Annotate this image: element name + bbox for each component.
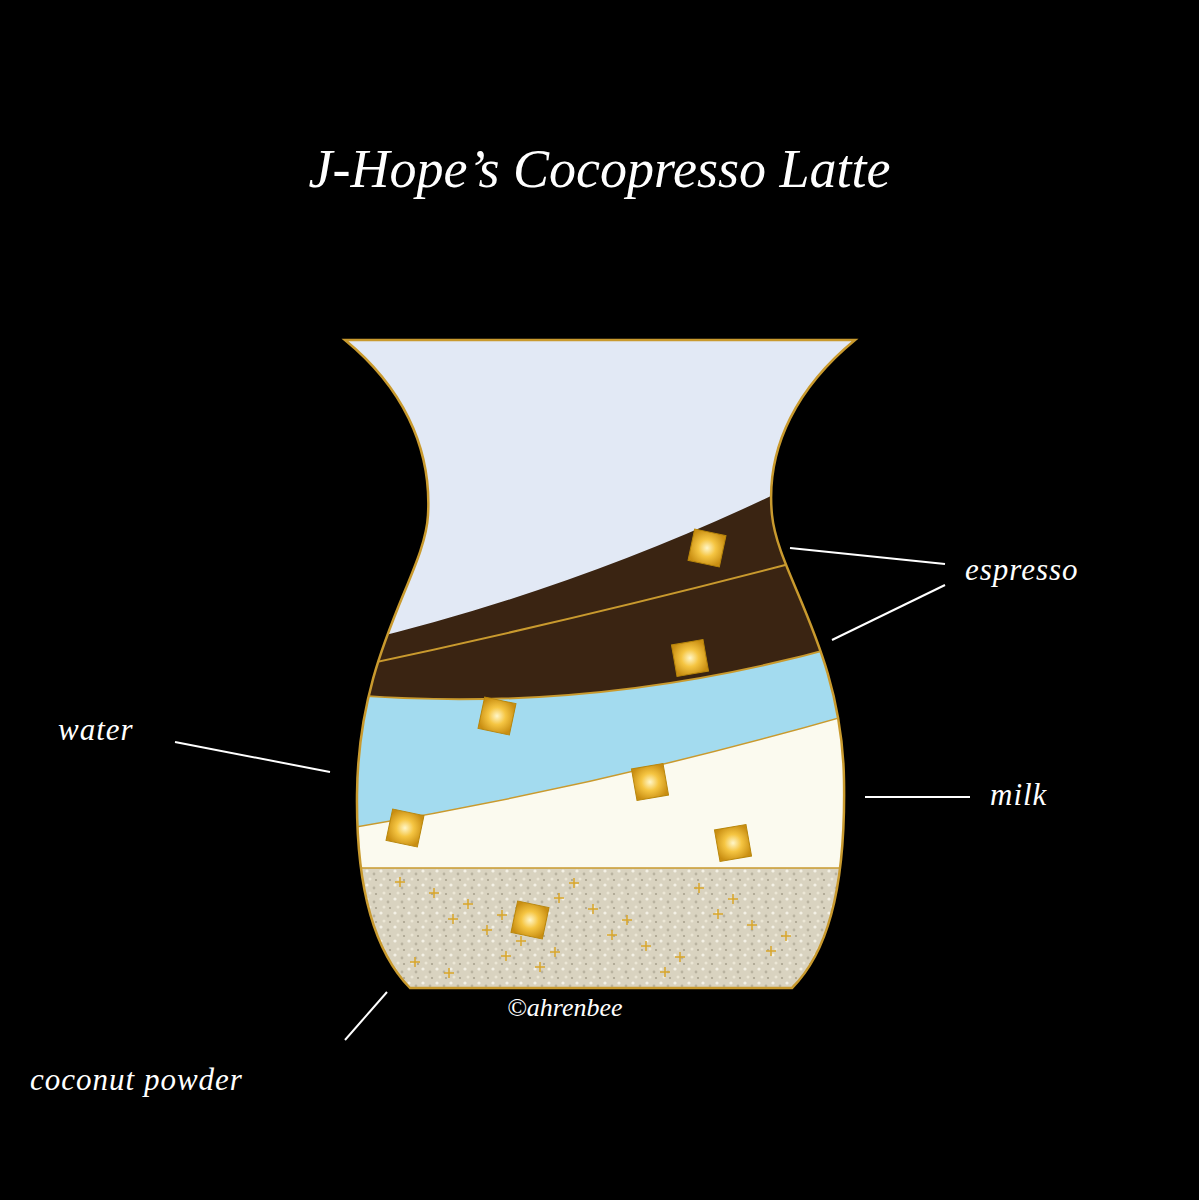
- glass-contents: [300, 330, 900, 1010]
- powder-star: [641, 941, 651, 951]
- sugar-cube: [688, 529, 726, 567]
- watermark: ©ahrenbee: [507, 993, 623, 1023]
- powder-star: [569, 878, 579, 888]
- sugar-cube: [511, 901, 549, 939]
- powder-star: [622, 915, 632, 925]
- part-label: water: [58, 712, 134, 748]
- powder-star: [675, 952, 685, 962]
- powder-star: [607, 930, 617, 940]
- leader-lines: [175, 548, 970, 1040]
- powder-star: [728, 894, 738, 904]
- powder-star: [766, 946, 776, 956]
- powder-star: [501, 951, 511, 961]
- part-label: milk: [990, 777, 1047, 813]
- sugar-cube: [478, 697, 516, 735]
- powder-star: [713, 909, 723, 919]
- part-label: coconut powder: [30, 1062, 243, 1098]
- title: J-Hope’s Cocopresso Latte: [0, 138, 1199, 200]
- sugar-cube: [671, 639, 708, 676]
- powder-star: [554, 893, 564, 903]
- part-label: espresso: [965, 552, 1079, 588]
- powder-star: [747, 920, 757, 930]
- powder-star: [482, 925, 492, 935]
- powder-star: [444, 968, 454, 978]
- powder-star: [463, 899, 473, 909]
- powder-star: [550, 947, 560, 957]
- powder-star: [781, 931, 791, 941]
- sugar-cube: [631, 763, 668, 800]
- powder-star: [660, 967, 670, 977]
- sugar-cube: [714, 824, 751, 861]
- powder-star: [410, 957, 420, 967]
- powder-star: [694, 883, 704, 893]
- powder-star: [588, 904, 598, 914]
- powder-star: [516, 936, 526, 946]
- powder-star: [497, 910, 507, 920]
- powder-star: [535, 962, 545, 972]
- sugar-cube: [386, 809, 424, 847]
- powder-star: [395, 877, 405, 887]
- powder-star: [429, 888, 439, 898]
- powder-star: [448, 914, 458, 924]
